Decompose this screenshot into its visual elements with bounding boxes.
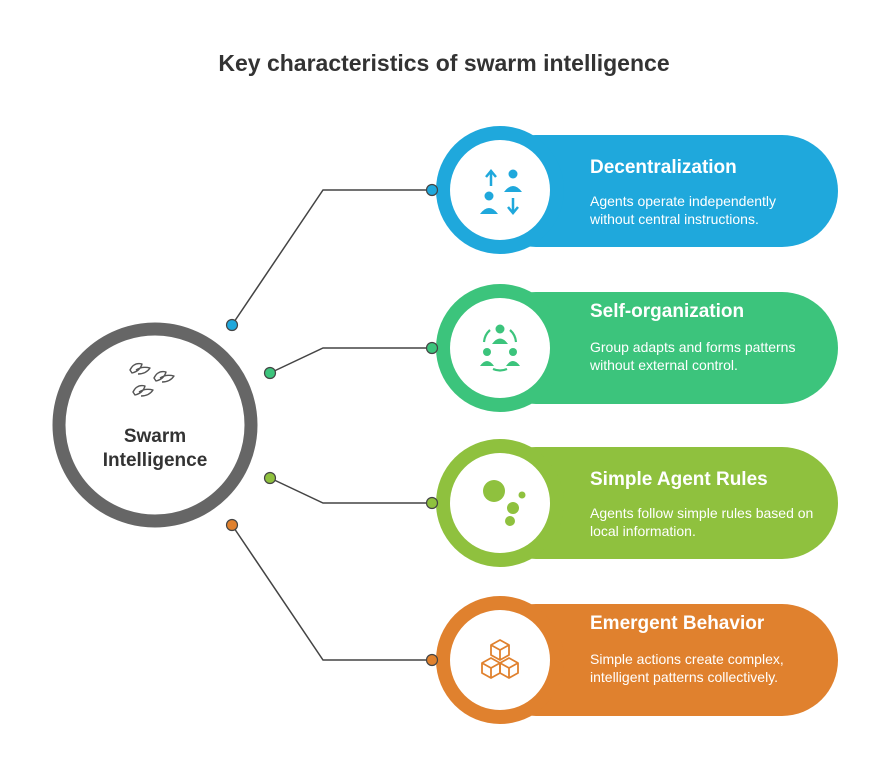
card-desc-emergent-behavior: Simple actions create complex, intellige… <box>590 651 784 685</box>
hub-dot-decentralization <box>225 318 239 332</box>
connector-dot <box>425 496 439 510</box>
connector-dot <box>425 653 439 667</box>
card-emergent-behavior <box>425 596 838 724</box>
card-body <box>480 135 838 247</box>
card-title-decentralization: Decentralization <box>590 157 737 178</box>
card-desc-decentralization: Agents operate independently without cen… <box>590 193 777 227</box>
card-decentralization <box>425 126 838 254</box>
card-title-simple-agent-rules: Simple Agent Rules <box>590 469 768 490</box>
card-desc-self-organization: Group adapts and forms patterns without … <box>590 339 796 373</box>
connector-self-organization <box>269 347 432 374</box>
card-body <box>480 292 838 404</box>
card-title-self-organization: Self-organization <box>590 301 745 322</box>
hub-ring <box>52 322 258 528</box>
birds-icon <box>129 362 175 397</box>
hub-label-line1: Swarm <box>123 426 187 447</box>
group-cycle-icon <box>480 324 520 372</box>
diagram-title: Key characteristics of swarm intelligenc… <box>218 50 670 76</box>
icon-badge <box>450 453 550 553</box>
hub-label-line2: Intelligence <box>102 450 208 471</box>
stacked-cubes-icon <box>481 639 519 679</box>
hub-dot-self-organization <box>263 366 277 380</box>
card-title-emergent-behavior: Emergent Behavior <box>590 613 765 634</box>
dots-icon <box>483 480 526 526</box>
connector-simple-agent-rules <box>269 477 432 504</box>
icon-badge <box>450 298 550 398</box>
hub-dot-emergent-behavior <box>225 518 239 532</box>
card-body <box>480 447 838 559</box>
connector-dot <box>425 341 439 355</box>
connectors <box>231 189 432 661</box>
connector-emergent-behavior <box>231 524 432 661</box>
hub-label: Swarm Intelligence <box>80 425 230 473</box>
card-self-organization <box>425 284 838 412</box>
hub-dot-simple-agent-rules <box>263 471 277 485</box>
connector-dot <box>425 183 439 197</box>
agents-exchange-icon <box>480 169 522 215</box>
card-body <box>480 604 838 716</box>
icon-badge <box>450 140 550 240</box>
connector-decentralization <box>231 189 432 326</box>
hub <box>52 322 258 528</box>
card-simple-agent-rules <box>425 439 838 567</box>
card-desc-simple-agent-rules: Agents follow simple rules based on loca… <box>590 505 814 539</box>
